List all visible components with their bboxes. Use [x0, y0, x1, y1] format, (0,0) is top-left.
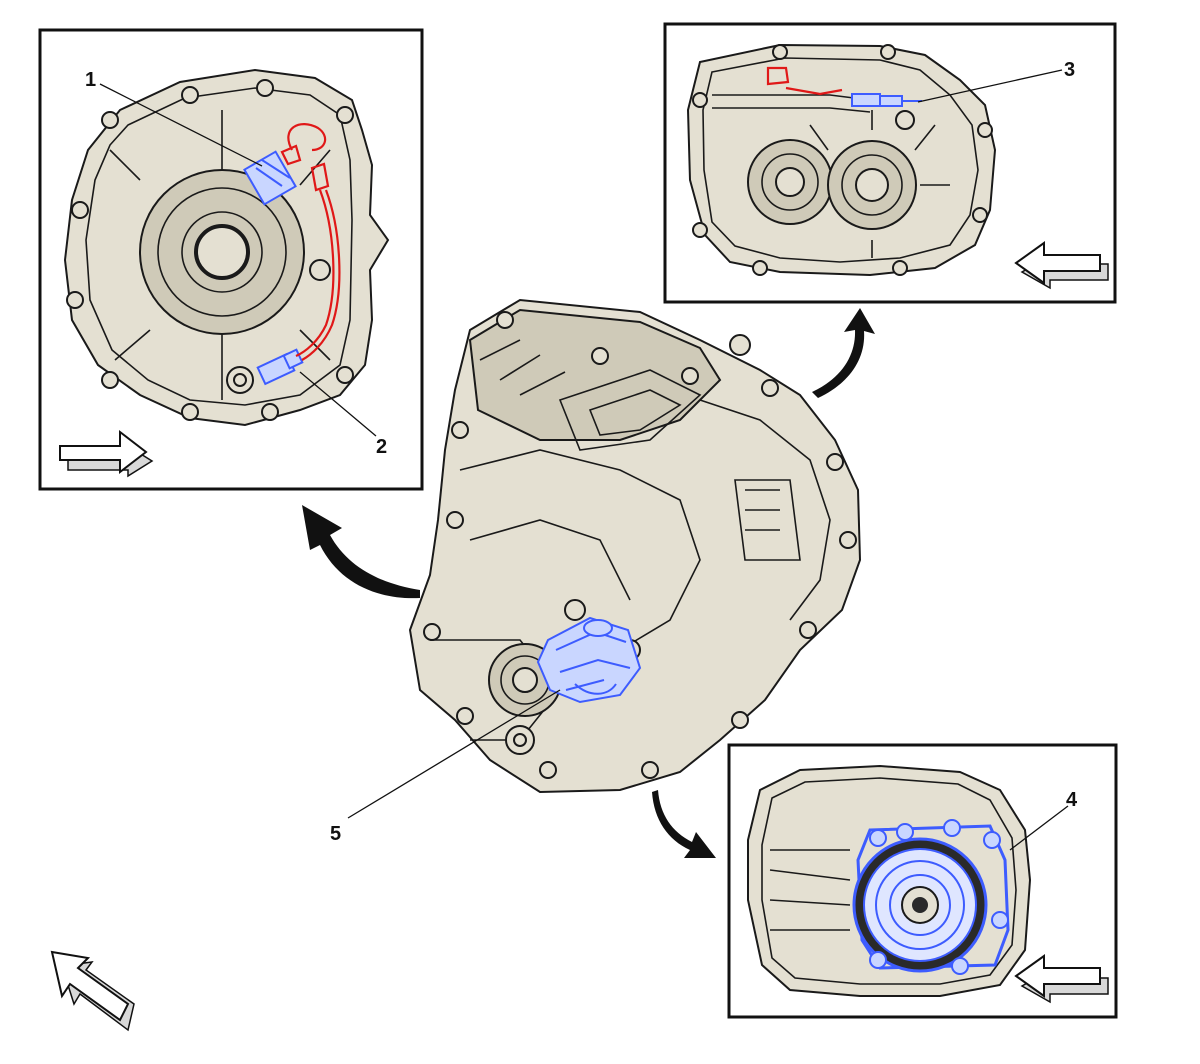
sensor-1-highlight	[243, 150, 297, 206]
callout-1: 1	[85, 69, 96, 91]
callout-4: 4	[1066, 789, 1078, 811]
callout-3: 3	[1064, 59, 1075, 81]
transmission-assembly	[347, 298, 862, 819]
leader-5	[347, 689, 561, 819]
front-direction-arrow	[50, 950, 135, 1032]
leader-3	[917, 69, 1063, 103]
leader-2	[299, 371, 377, 437]
inset-top-left	[38, 28, 424, 491]
callout-2: 2	[376, 436, 387, 458]
inset-top-right	[663, 22, 1117, 304]
wire-harness-top-right-highlight	[766, 66, 843, 96]
callout-5: 5	[330, 823, 341, 845]
seal-4-highlight	[852, 819, 1010, 975]
curved-arrow-to-top-right	[812, 308, 875, 398]
view-direction-arrow-left-bottom	[1014, 954, 1109, 1004]
inset-bottom-right	[727, 743, 1118, 1019]
curved-arrow-to-top-left	[302, 505, 420, 599]
curved-arrow-to-bottom-right	[652, 790, 716, 858]
sensor-3-highlight	[851, 93, 922, 107]
leader-4	[1009, 805, 1069, 851]
transmission-bolts	[423, 311, 857, 779]
actuator-5-highlight	[536, 616, 642, 704]
wire-harness-highlight	[280, 123, 341, 361]
view-direction-arrow-right	[59, 429, 154, 478]
bolt-bosses	[66, 79, 354, 421]
view-direction-arrow-left-top	[1014, 241, 1109, 290]
leader-1	[99, 83, 263, 167]
